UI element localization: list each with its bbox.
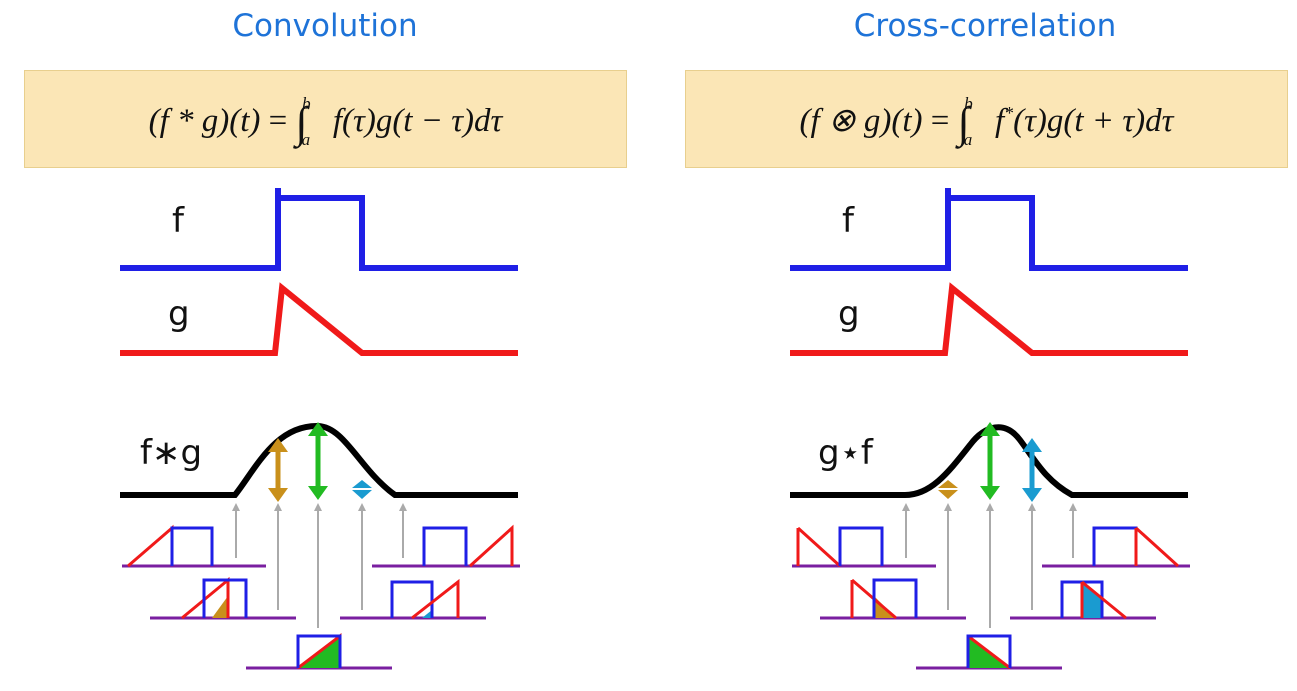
cyan-arrow-icon <box>1022 438 1042 502</box>
cyan-arrow-icon <box>352 480 372 499</box>
conjugate-mark: * <box>1004 103 1014 123</box>
overlap-frame-5 <box>1042 526 1190 568</box>
formula-equals: = <box>930 103 950 139</box>
formula-integrand-rest: (τ)g(t + τ)dτ <box>1013 103 1174 139</box>
green-arrow-icon <box>980 422 1000 500</box>
overlap-frame-3 <box>246 632 392 670</box>
overlap-frame-4 <box>340 578 486 620</box>
convolution-formula: (f * g)(t) = ∫ab f(τ)g(t − τ)dτ <box>25 94 626 149</box>
integral-upper-limit: b <box>964 94 973 113</box>
formula-equals: = <box>268 103 288 139</box>
overlap-frame-2 <box>820 578 966 620</box>
cross-correlation-diagram: f g g⋆f <box>790 188 1190 670</box>
f-label: f <box>172 201 185 241</box>
integral-sign-icon: ∫ <box>957 98 970 147</box>
guide-arrows <box>902 503 1077 628</box>
gold-arrow-icon <box>268 438 288 502</box>
g-label: g <box>168 294 190 334</box>
f-signal-line <box>120 195 518 271</box>
convolution-title: Convolution <box>232 8 418 44</box>
integral-upper-limit: b <box>302 94 311 113</box>
overlap-frame-4 <box>1010 580 1156 620</box>
overlap-frame-1 <box>122 524 266 568</box>
gold-arrow-icon <box>938 480 958 499</box>
result-label: f∗g <box>140 433 202 473</box>
green-arrow-icon <box>308 422 328 500</box>
formula-integrand-f: f <box>994 103 1005 139</box>
f-signal-line <box>790 195 1188 271</box>
cross-correlation-title: Cross-correlation <box>853 8 1117 44</box>
integral-lower-limit: a <box>963 130 973 149</box>
result-label: g⋆f <box>818 433 874 473</box>
integral-sign-icon: ∫ <box>295 98 308 147</box>
formula-lhs: (f ⊗ g)(t) <box>799 103 923 139</box>
overlap-frame-2 <box>150 576 296 620</box>
cross-correlation-formula: (f ⊗ g)(t) = ∫ab f*(τ)g(t + τ)dτ <box>686 94 1287 149</box>
f-label: f <box>842 201 855 241</box>
convolution-formula-box: (f * g)(t) = ∫ab f(τ)g(t − τ)dτ <box>24 70 627 168</box>
g-signal-line <box>120 282 518 356</box>
g-label: g <box>838 294 860 334</box>
integral-lower-limit: a <box>301 130 311 149</box>
formula-lhs: (f * g)(t) <box>148 103 261 139</box>
overlap-frame-1 <box>792 526 936 568</box>
overlap-frame-3 <box>916 634 1062 670</box>
g-signal-line <box>790 282 1188 356</box>
overlap-frame-5 <box>372 524 520 568</box>
guide-arrows <box>232 503 407 628</box>
cross-correlation-formula-box: (f ⊗ g)(t) = ∫ab f*(τ)g(t + τ)dτ <box>685 70 1288 168</box>
formula-integrand: f(τ)g(t − τ)dτ <box>332 103 503 139</box>
